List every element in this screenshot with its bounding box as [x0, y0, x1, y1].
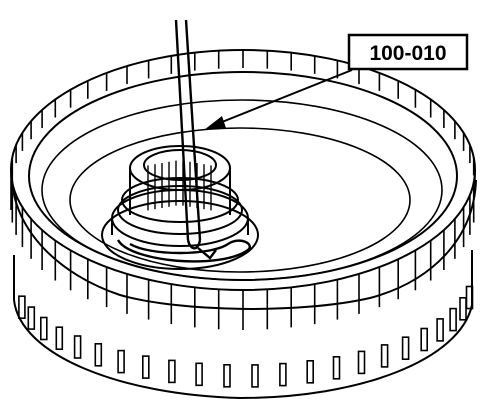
- callout-box: 100-010: [347, 33, 469, 71]
- snap-ring: [116, 239, 251, 263]
- lower-spline-tooth: [18, 295, 26, 320]
- lower-spline-tooth: [223, 363, 231, 388]
- lower-spline-tooth: [117, 349, 125, 374]
- upper-drum-ring: [10, 49, 477, 310]
- lower-spline-tooth: [279, 362, 287, 387]
- central-hub: [101, 145, 259, 270]
- lower-spline-tooth: [401, 336, 410, 361]
- lower-spline-tooth: [73, 335, 82, 359]
- lower-spline-tooth: [420, 327, 429, 352]
- lower-spline-tooth: [39, 316, 48, 341]
- lower-spline-tooth: [449, 307, 457, 332]
- callout-label: 100-010: [369, 42, 446, 65]
- tool-100-010: [174, 19, 217, 260]
- lower-spline-tooth: [380, 344, 389, 368]
- lower-spline-tooth: [251, 364, 259, 388]
- lower-spline-tooth: [306, 359, 315, 384]
- lower-spline-tooth: [142, 355, 150, 379]
- lower-spline-tooth: [436, 318, 444, 342]
- lower-spline-tooth: [168, 359, 176, 384]
- drum-floor: [41, 99, 443, 281]
- lower-spline-tooth: [332, 355, 341, 380]
- lower-spline-tooth: [195, 362, 203, 387]
- lower-spline-teeth: [18, 285, 474, 388]
- lower-spline-tooth: [94, 342, 103, 367]
- lower-spline-tooth: [357, 350, 366, 375]
- drum-spline-teeth: [10, 50, 476, 330]
- lower-spline-tooth: [459, 296, 467, 321]
- lower-spline-tooth: [27, 306, 36, 330]
- lower-spline-tooth: [55, 326, 64, 351]
- callout-arrow: [204, 69, 353, 130]
